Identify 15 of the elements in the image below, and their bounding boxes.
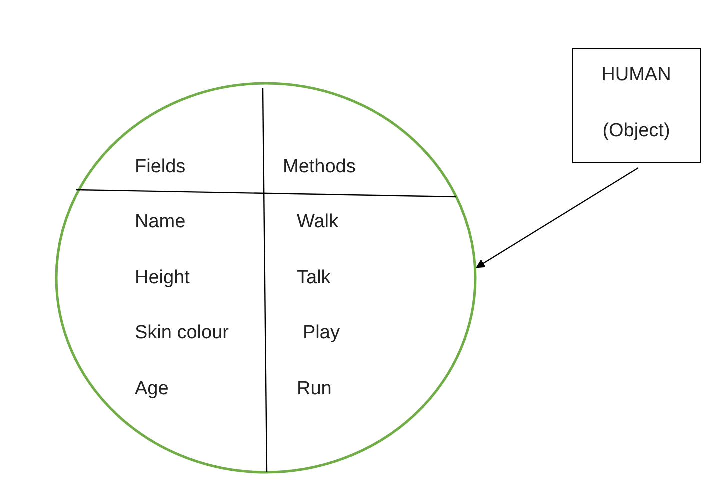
member-label: Fields xyxy=(135,158,186,176)
member-label: Run xyxy=(297,380,332,398)
member-label: Skin colour xyxy=(135,324,229,342)
object-circle xyxy=(55,82,477,474)
member-label: Name xyxy=(135,212,186,232)
member-label: Age xyxy=(135,380,169,398)
object-label: HUMAN xyxy=(600,66,672,84)
member-label: Talk xyxy=(297,268,331,288)
member-label: Walk xyxy=(297,212,339,232)
member-label: Play xyxy=(303,324,340,342)
member-label: Height xyxy=(135,268,190,288)
object-box xyxy=(572,48,701,163)
object-label: (Object) xyxy=(602,122,672,140)
member-label: Methods xyxy=(283,158,356,176)
arrow xyxy=(476,167,639,268)
